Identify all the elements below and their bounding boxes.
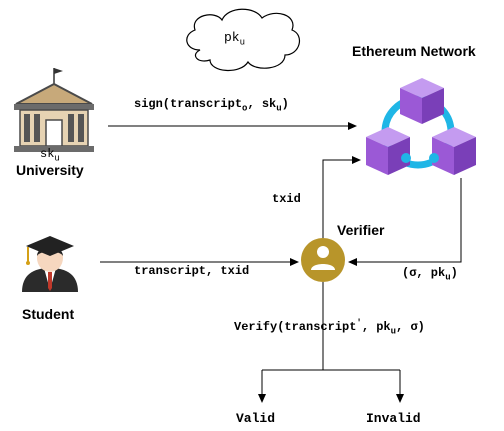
sign-transcript-label: sign(transcripto, sku) — [134, 97, 289, 114]
cube-left — [366, 127, 410, 175]
arrow-verifier-to-network — [322, 156, 361, 238]
university-building-icon — [14, 68, 94, 152]
transcript-txid-label: transcript, txid — [134, 264, 250, 278]
ethereum-network-label: Ethereum Network — [352, 43, 476, 59]
cube-top — [400, 78, 444, 124]
university-label: University — [16, 162, 84, 178]
ethereum-network-icon — [366, 78, 476, 175]
cloud-public-key: pku — [224, 30, 246, 48]
connector-verifier-outcomes — [262, 282, 400, 371]
student-label: Student — [22, 306, 75, 322]
verifier-node — [301, 238, 345, 282]
txid-label: txid — [272, 192, 301, 206]
verifier-label: Verifier — [337, 222, 385, 238]
valid-outcome: Valid — [236, 411, 276, 426]
invalid-outcome: Invalid — [366, 411, 421, 426]
arrow-network-to-verifier — [348, 178, 462, 266]
cloud-shape — [186, 8, 301, 71]
cube-right — [432, 127, 476, 175]
student-graduate-icon — [22, 236, 78, 292]
verify-label: Verify(transcript', pku, σ) — [234, 318, 425, 337]
sigma-pk-label: (σ, pku) — [402, 266, 458, 283]
university-secret-key: sku — [40, 147, 60, 164]
